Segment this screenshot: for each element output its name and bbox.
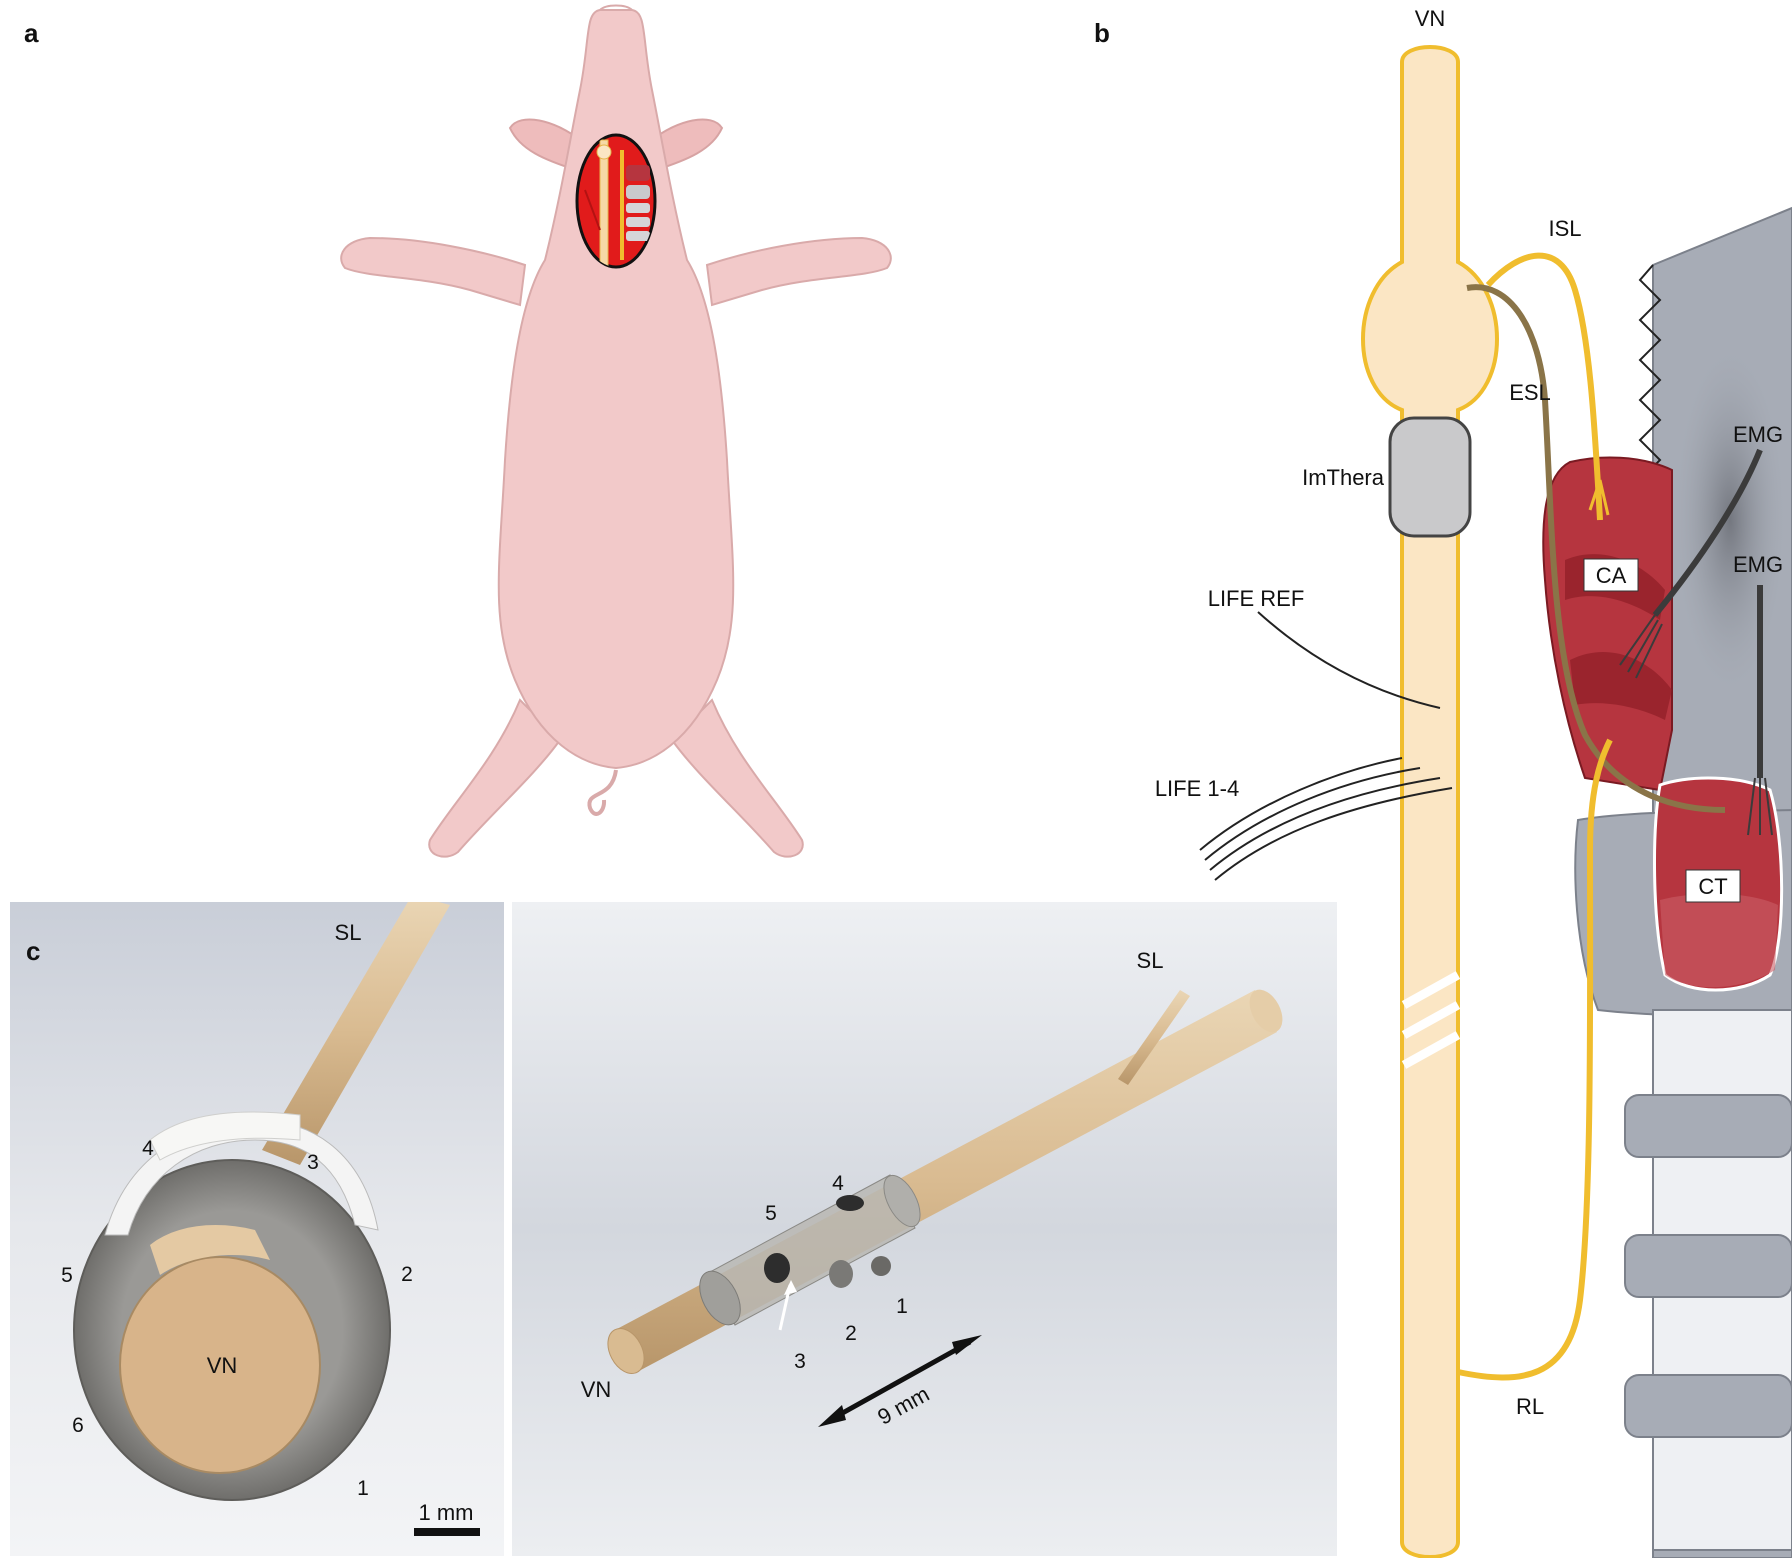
life-electrode-2: [1204, 767, 1421, 861]
pig-body: [497, 9, 735, 770]
pig-left-hind-leg: [428, 698, 562, 858]
contact-3-right: 3: [794, 1350, 806, 1373]
contact-3-left: 3: [307, 1151, 319, 1174]
panel-c-right-background: [512, 902, 1337, 1556]
emg-electrode-1: [1619, 448, 1763, 679]
vagus-nerve-trunk: [1361, 45, 1499, 1558]
rl-branch: [1457, 738, 1613, 1381]
cuff-top-edge: [149, 1111, 301, 1161]
nerve-break-marks: [1401, 971, 1461, 1069]
esl-branch: [1466, 284, 1726, 813]
life-electrode-1: [1199, 757, 1403, 851]
vn-top-shading: [150, 1225, 270, 1275]
panel-letter-b: b: [1094, 18, 1110, 48]
vn-label-b: VN: [1415, 6, 1446, 31]
sl-label-left: SL: [335, 920, 362, 945]
contact-1-left: 1: [357, 1477, 369, 1500]
life-electrode-3: [1209, 777, 1441, 871]
pig-right-hind-leg: [670, 698, 804, 858]
vagus-nerve: VN: [1361, 6, 1499, 1558]
tracheal-ring-2: [1624, 1234, 1792, 1298]
length-arrowhead-left: [818, 1405, 846, 1427]
ct-muscle: CT: [1653, 776, 1784, 992]
pig-illustration: [340, 4, 892, 858]
ct-label-box: [1685, 869, 1741, 903]
scale-bar-label: 1 mm: [419, 1500, 474, 1525]
pig-right-ear: [650, 118, 724, 172]
panel-c-left: c SL VN 1 2 3 4 5 6 1 mm: [10, 902, 504, 1556]
panel-a: a: [24, 4, 892, 858]
vn-label-right: VN: [581, 1377, 612, 1402]
pig-tail: [587, 769, 618, 816]
sl-label-right: SL: [1137, 948, 1164, 973]
tracheal-ring-3: [1624, 1374, 1792, 1438]
scale-bar: [414, 1528, 480, 1536]
panel-letter-a: a: [24, 18, 39, 48]
cuff-end-far: [883, 1174, 921, 1228]
sl-rod-right: [1118, 990, 1190, 1085]
sl-rod-left: [262, 902, 450, 1165]
life-ref-label: LIFE REF: [1208, 586, 1305, 611]
emg-label-1: EMG: [1733, 422, 1783, 447]
vn-label-left: VN: [207, 1353, 238, 1378]
tracheal-ring-1: [1624, 1094, 1792, 1158]
emg-shadow: [1675, 350, 1785, 690]
life-1-4-electrodes: [1199, 757, 1453, 881]
isl-branch: [1485, 252, 1603, 521]
ca-label-box: [1583, 558, 1639, 592]
emg-electrode-2: [1747, 585, 1773, 836]
contact-1-right: 1: [896, 1295, 908, 1318]
panel-letter-c: c: [26, 936, 40, 966]
contact-4-right: 4: [832, 1172, 844, 1195]
ca-label: CA: [1596, 563, 1627, 588]
imthera-cuff: [1388, 416, 1472, 538]
contact-window-1: [871, 1256, 891, 1276]
life-1-4-label: LIFE 1-4: [1155, 776, 1239, 801]
pig-snout: [599, 4, 633, 11]
emg-label-2: EMG: [1733, 552, 1783, 577]
isl-label: ISL: [1548, 216, 1581, 241]
length-arrowhead-right: [952, 1335, 982, 1355]
esl-label: ESL: [1509, 380, 1551, 405]
contact-5-right: 5: [765, 1202, 777, 1225]
contact-2-right: 2: [845, 1322, 857, 1345]
contact-2-left: 2: [401, 1263, 413, 1286]
cuff-end-near: [699, 1270, 741, 1326]
pig-left-front-leg: [340, 236, 527, 307]
pig-left-ear: [508, 118, 582, 172]
vn-rod-end-near: [607, 1328, 645, 1374]
imthera-label: ImThera: [1302, 465, 1385, 490]
vn-cross-section: [119, 1256, 321, 1474]
length-arrow: [828, 1339, 972, 1423]
isl-terminal-fibres: [1588, 479, 1610, 520]
contact-window-2: [829, 1260, 853, 1288]
life-ref-electrode: [1257, 611, 1441, 709]
vn-rod-end-far: [1249, 989, 1283, 1033]
contact-window-5: [764, 1253, 790, 1283]
panel-b: b CA CT: [1094, 6, 1792, 1558]
contact-3-arrowhead: [784, 1280, 797, 1295]
life-electrode-4: [1214, 787, 1453, 881]
neck-window-detail: [584, 139, 650, 267]
rl-label: RL: [1516, 1394, 1544, 1419]
contact-6-left: 6: [72, 1414, 84, 1437]
ct-label: CT: [1698, 874, 1727, 899]
pig-right-front-leg: [705, 236, 892, 307]
panel-c-right: SL VN 1 2 3 4 5 9 mm: [512, 902, 1337, 1556]
contact-4-left: 4: [142, 1137, 154, 1160]
contact-window-4: [836, 1195, 864, 1211]
contact-5-left: 5: [61, 1264, 73, 1287]
